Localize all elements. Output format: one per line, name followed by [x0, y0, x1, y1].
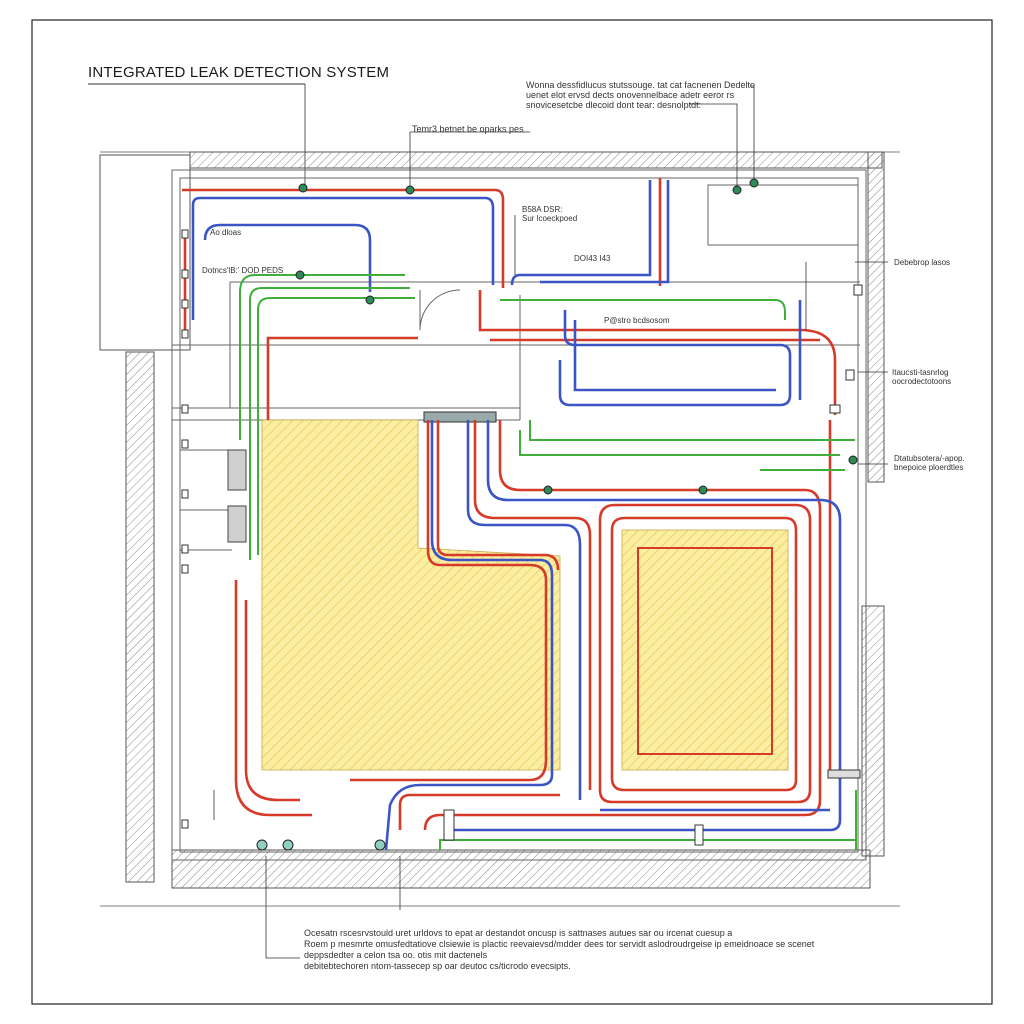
callout-a: B58A DSR: Sur lcoeckpoed: [522, 205, 578, 223]
supply-pipes: [182, 178, 837, 831]
upper-callout: Temr3 betnet be oparks pes: [412, 124, 524, 134]
heated-zones: [261, 419, 789, 771]
sensor-node-icon: [181, 229, 863, 846]
return-pipes: [191, 180, 842, 851]
callout-e: P@stro bcdsosom: [604, 316, 670, 325]
right-label-1: Debebrop lasos: [894, 258, 951, 267]
callout-c: Dotncs'lB:’ DOD PEDS: [202, 266, 284, 275]
manifold-icon: [423, 411, 497, 423]
right-label-3: Dtatubsotera/-apop. bnepoice ploerdtles: [894, 454, 965, 472]
control-panel-icon: [227, 449, 247, 543]
callout-b: Ao dloas: [210, 228, 242, 237]
bottom-note: Ocesatn rscesrvstould uret urldovs to ep…: [304, 928, 815, 971]
valve-icon: [256, 178, 858, 851]
top-note: Wonna dessfidlucus stutssouge. tat cat f…: [526, 80, 755, 110]
callout-d: DOI43 I43: [574, 254, 611, 263]
room-outlines: [171, 169, 867, 861]
page-title: INTEGRATED LEAK DETECTION SYSTEM: [88, 64, 390, 81]
drawing-frame: [31, 19, 993, 1005]
outer-walls: [99, 151, 885, 889]
callout-leaders: [213, 85, 888, 959]
sensor-cables: [239, 274, 857, 850]
right-label-2: Itaucsti-tasnrlog oocrodectotoons: [892, 368, 952, 386]
